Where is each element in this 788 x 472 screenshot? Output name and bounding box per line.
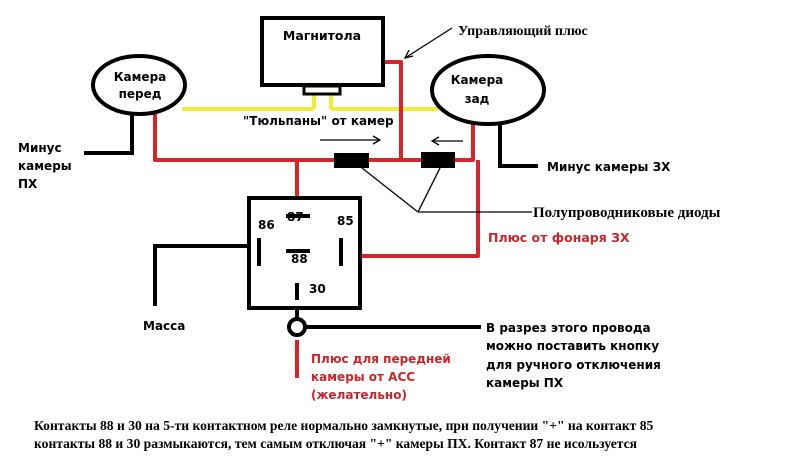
head-unit-connector [302, 84, 342, 96]
yellow-video-wires [182, 94, 438, 111]
diode-right-arrowhead [430, 136, 440, 146]
button-note-line4: камеры ПХ [486, 376, 564, 390]
diode-left-arrowhead [372, 135, 382, 145]
acc-plus-line1: Плюс для передней [311, 352, 451, 366]
head-unit: Магнитола [260, 16, 385, 96]
tulips-label: "Тюльпаны" от камер [243, 114, 394, 128]
footer-line2: контакты 88 и 30 размыкаются, тем самым … [34, 436, 637, 451]
acc-plus-line3: (желательно) [311, 388, 407, 402]
control-plus-pointer-head [403, 49, 414, 59]
rear-camera-ellipse [430, 54, 546, 126]
diode-right [421, 152, 455, 168]
control-plus-pointer [404, 27, 453, 59]
button-note-line3: для ручного отключения [486, 358, 661, 372]
acc-plus-line2: камеры от АСС [311, 370, 415, 384]
diode-left [334, 153, 369, 168]
relay-pin-87-label: 87 [287, 210, 304, 224]
relay-pin-88-label: 88 [291, 252, 308, 266]
rear-camera-label-line2: зад [465, 92, 490, 106]
head-unit-label: Магнитола [283, 28, 361, 43]
button-note-line2: можно поставить кнопку [486, 339, 659, 353]
footer-line1: Контакты 88 и 30 на 5-ти контактном реле… [34, 418, 654, 433]
diodes [320, 135, 532, 213]
rear-camera-label-line1: Камера [451, 73, 504, 87]
diodes-label: Полупроводниковые диоды [533, 205, 721, 221]
front-camera: Камера перед [91, 54, 187, 116]
button-terminal [287, 317, 307, 337]
control-plus-label: Управляющий плюс [458, 24, 588, 39]
front-camera-power-wire [153, 113, 475, 162]
relay: 86 87 85 88 30 [247, 196, 362, 310]
front-camera-label-line2: перед [119, 87, 162, 101]
front-camera-label-line1: Камера [114, 70, 167, 84]
rear-camera: Камера зад [430, 54, 546, 126]
plus-rear-light-label: Плюс от фонаря ЗХ [488, 230, 630, 245]
front-camera-ellipse [91, 54, 187, 116]
relay-pin-86-label: 86 [258, 218, 275, 232]
minus-front-line1: Минус [18, 141, 62, 155]
rear-camera-minus-wire [498, 120, 538, 168]
relay-pin-85-label: 85 [337, 214, 354, 228]
relay-pin-30-label: 30 [309, 282, 326, 296]
diode-pointer-left [361, 167, 419, 213]
minus-front-line3: ПХ [18, 177, 38, 191]
minus-rear-label: Минус камеры ЗХ [547, 160, 671, 174]
ground-wire [153, 244, 261, 306]
button-note-line1: В разрез этого провода [486, 321, 651, 335]
front-camera-minus-wire [84, 114, 134, 155]
minus-front-line2: камеры [18, 159, 72, 173]
ground-label: Масса [143, 319, 185, 333]
diode-pointer-right [417, 167, 441, 213]
